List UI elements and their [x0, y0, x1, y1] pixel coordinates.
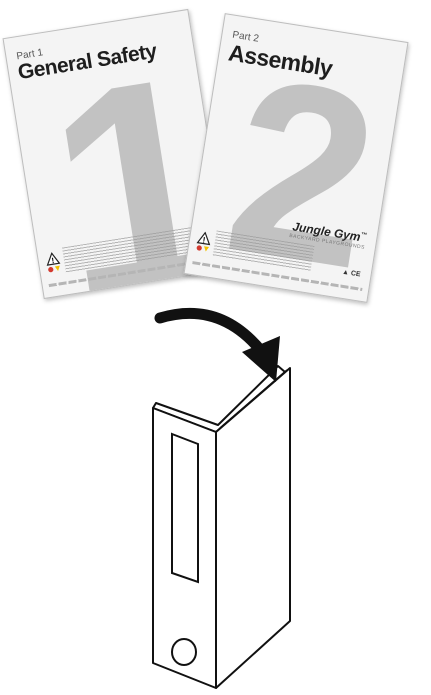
arrow-shaft	[160, 313, 262, 352]
